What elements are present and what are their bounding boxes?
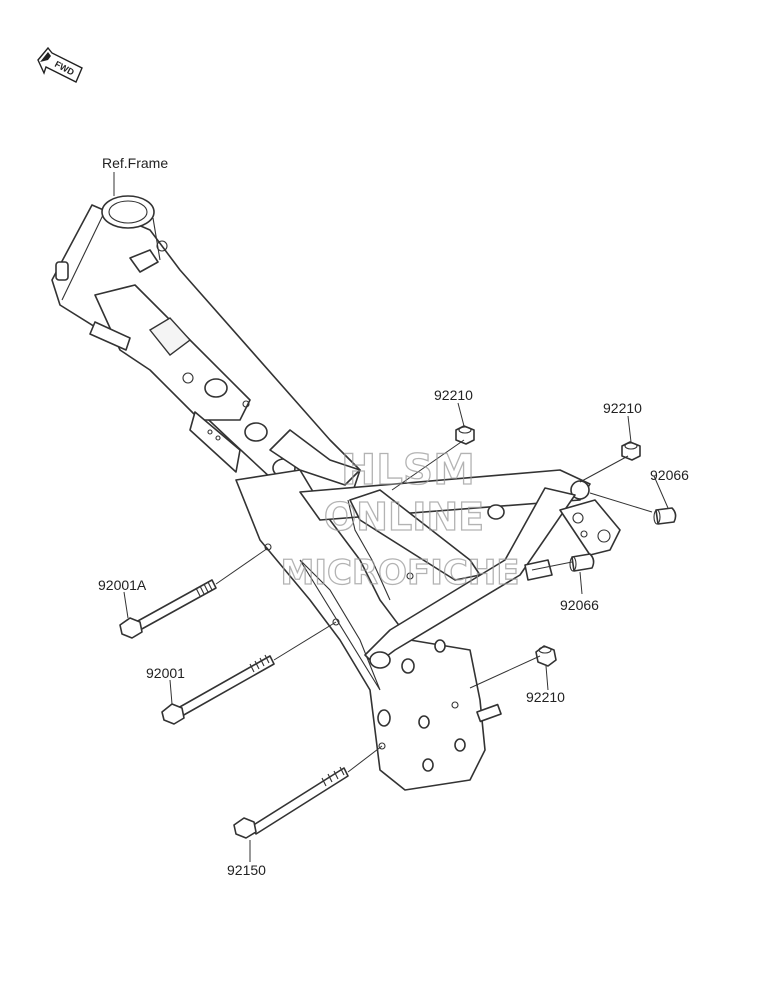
leader-lines — [113, 172, 669, 862]
cap-92066-upper — [653, 507, 677, 525]
fwd-arrow-icon: FWD — [37, 46, 83, 83]
watermark-line-3: MICROFICHE — [280, 553, 519, 593]
callout-92001A: 92001A — [98, 577, 147, 593]
callout-92210-right: 92210 — [603, 400, 642, 416]
bolt-92150 — [233, 766, 349, 839]
collar-nut-92210-top — [455, 425, 475, 445]
watermark: HLSM ONLINE MICROFICHE — [280, 444, 520, 593]
frame — [51, 195, 621, 791]
callout-ref-frame: Ref.Frame — [102, 155, 168, 171]
callout-92066-upper: 92066 — [650, 467, 689, 483]
bolt-92001 — [161, 654, 275, 725]
callout-92066-lower: 92066 — [560, 597, 599, 613]
callout-92001: 92001 — [146, 665, 185, 681]
collar-nut-92210-right — [621, 441, 641, 461]
cap-92066-lower — [569, 553, 595, 572]
callout-92210-top: 92210 — [434, 387, 473, 403]
callout-92210-lower: 92210 — [526, 689, 565, 705]
bolt-92001A — [119, 579, 217, 639]
collar-nut-92210-lower — [535, 645, 557, 667]
callout-92150: 92150 — [227, 862, 266, 878]
watermark-line-2: ONLINE — [324, 495, 484, 539]
watermark-line-1: HLSM — [341, 445, 475, 494]
